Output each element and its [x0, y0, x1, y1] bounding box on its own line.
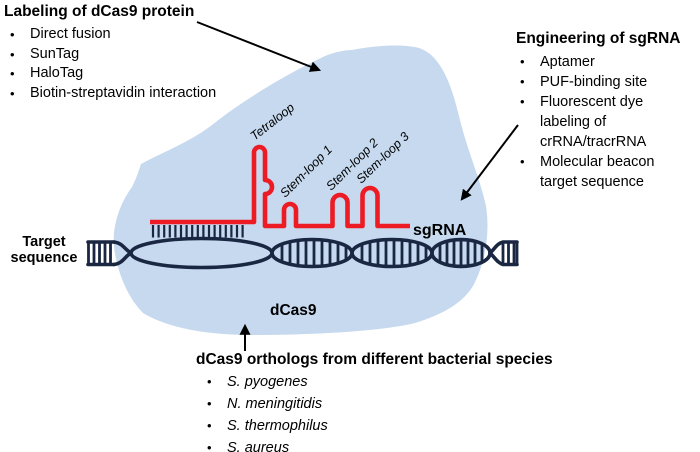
list-item: Aptamer [516, 52, 672, 72]
dcas9-label: dCas9 [270, 302, 317, 319]
list-item: Fluorescent dye labeling of crRNA/tracrR… [516, 92, 672, 152]
engineering-block: Engineering of sgRNA Aptamer PUF-binding… [516, 30, 680, 192]
list-item: S. pyogenes [206, 371, 553, 393]
orthologs-list: S. pyogenes N. meningitidis S. thermophi… [206, 371, 553, 452]
list-item: PUF-binding site [516, 72, 672, 92]
sgrna-dna-basepair-ticks [151, 225, 244, 238]
labeling-block: Labeling of dCas9 protein Direct fusion … [4, 3, 216, 103]
list-item: S. thermophilus [206, 415, 553, 437]
list-item: Direct fusion [4, 25, 216, 45]
list-item: Biotin-streptavidin interaction [4, 84, 216, 104]
list-item: N. meningitidis [206, 393, 553, 415]
arrow-engineering-to-sgrna [460, 124, 519, 201]
target-sequence-label: Target sequence [10, 234, 78, 266]
labeling-list: Direct fusion SunTag HaloTag Biotin-stre… [4, 25, 216, 103]
sgrna-label: sgRNA [413, 222, 467, 239]
list-item: SunTag [4, 45, 216, 65]
dna-double-helix [86, 236, 519, 270]
list-item: HaloTag [4, 64, 216, 84]
list-item: S. aureus [206, 437, 553, 452]
list-item: Molecular beacon target sequence [516, 152, 672, 192]
arrow-labeling-to-dcas9 [196, 21, 322, 72]
sgrna-scaffold [150, 144, 410, 229]
engineering-heading: Engineering of sgRNA [516, 30, 681, 47]
orthologs-heading: dCas9 orthologs from different bacterial… [196, 351, 553, 368]
orthologs-block: dCas9 orthologs from different bacterial… [196, 351, 553, 452]
labeling-heading: Labeling of dCas9 protein [4, 3, 195, 20]
engineering-list: Aptamer PUF-binding site Fluorescent dye… [516, 52, 680, 192]
